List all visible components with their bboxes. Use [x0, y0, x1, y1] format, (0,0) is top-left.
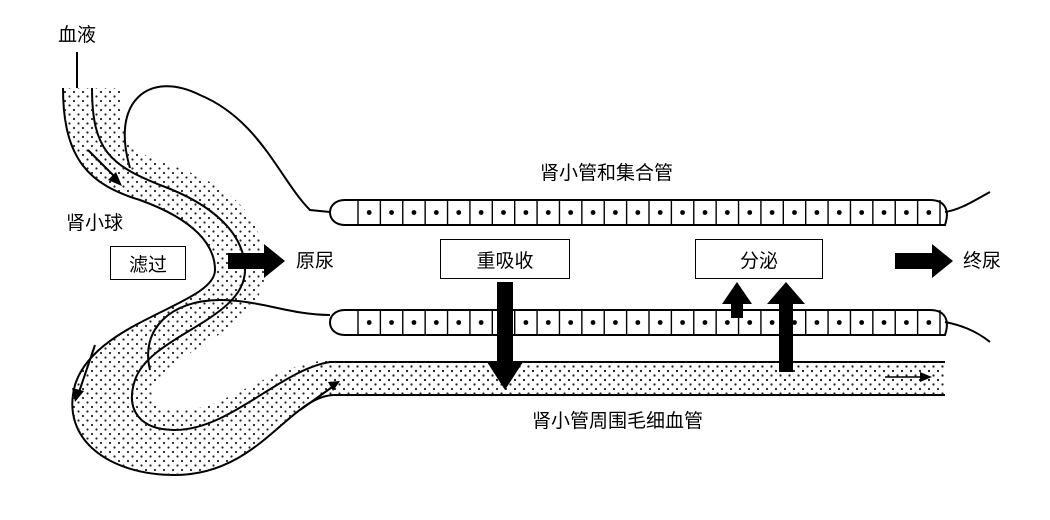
upper-tubule-cell-nucleus	[456, 210, 462, 215]
upper-tubule-cell-nucleus	[501, 210, 506, 215]
upper-tubule-cell-nucleus	[411, 210, 417, 215]
upper-tubule-cell-nucleus	[769, 210, 775, 215]
upper-tubule-cell-nucleus	[792, 210, 797, 215]
secretion-box: 分泌	[695, 239, 823, 279]
lower-tubule-cell-nucleus	[635, 320, 641, 325]
capillary-vessel-fill	[63, 88, 945, 475]
reabsorption-box: 重吸收	[440, 239, 570, 279]
upper-tubule-cell-nucleus	[590, 210, 596, 215]
lower-tubule-cells	[357, 310, 941, 335]
flow-arrow-2	[77, 344, 96, 396]
lower-tubule-cell-nucleus	[568, 320, 574, 325]
lower-tubule-cell-nucleus	[523, 320, 529, 325]
lower-tubule-cell-nucleus	[792, 320, 797, 325]
lower-tubule-cell-nucleus	[769, 320, 775, 325]
lower-tubule-cell-nucleus	[904, 320, 909, 325]
upper-tubule-exit-line	[944, 191, 991, 213]
secretion-arrow-small	[722, 282, 752, 318]
upper-tubule-cell-nucleus	[545, 210, 551, 215]
upper-tubule-cell-nucleus	[568, 210, 574, 215]
upper-tubule-cell-nucleus	[702, 210, 708, 215]
final-urine-label: 终尿	[963, 250, 1002, 272]
lower-tubule-cell-nucleus	[456, 320, 462, 325]
lower-tubule-cell-nucleus	[724, 320, 730, 325]
flow-arrow-3	[299, 384, 336, 411]
upper-tubule-cell-nucleus	[366, 210, 372, 215]
upper-tubule-cell-nucleus	[680, 210, 685, 215]
upper-tubule-cell-nucleus	[926, 210, 932, 215]
lower-tubule-cell-nucleus	[411, 320, 417, 325]
secretion-arrow-large	[767, 282, 805, 372]
lower-tubule-cell-nucleus	[433, 320, 439, 325]
lower-tubule-cell-nucleus	[657, 320, 663, 325]
upper-tubule-cell-nucleus	[613, 210, 618, 215]
upper-tubule-cell-nucleus	[635, 210, 641, 215]
lower-tubule-cell-nucleus	[836, 320, 842, 325]
lower-tubule-cell-nucleus	[881, 320, 887, 325]
upper-tubule-cell-nucleus	[724, 210, 730, 215]
upper-tubule-cell-nucleus	[523, 210, 529, 215]
bowmans-capsule-line	[123, 85, 331, 213]
glomerulus-label: 肾小球	[66, 212, 124, 234]
lower-tubule-cell-nucleus	[389, 320, 394, 325]
lower-tubule-cell-nucleus	[366, 320, 372, 325]
upper-tubule-cell-nucleus	[904, 210, 909, 215]
flow-arrow-3-head	[328, 381, 340, 391]
upper-tubule-cell-nucleus	[836, 210, 842, 215]
lower-tubule-exit-line	[944, 321, 991, 343]
tubule-collecting-duct-label: 肾小管和集合管	[540, 162, 674, 184]
upper-tubule-cell-nucleus	[881, 210, 887, 215]
upper-tubule-cell-nucleus	[657, 210, 663, 215]
upper-tubule-cell-nucleus	[478, 210, 484, 215]
lower-tubule-cell-nucleus	[590, 320, 596, 325]
final-urine-arrow	[895, 244, 953, 278]
blood-label: 血液	[58, 24, 97, 46]
filtration-arrow	[228, 244, 285, 278]
upper-tubule-cell-nucleus	[814, 210, 820, 215]
flow-arrow-2-head	[72, 388, 84, 402]
upper-tubule-cell-nucleus	[433, 210, 439, 215]
upper-tubule-cell-nucleus	[389, 210, 394, 215]
lower-tubule-cell-nucleus	[747, 320, 753, 325]
upper-tubule-cells	[357, 200, 941, 225]
lower-tubule-cell-nucleus	[680, 320, 685, 325]
lower-tubule-cell-nucleus	[814, 320, 820, 325]
lower-tubule-cell-nucleus	[478, 320, 484, 325]
flow-arrow-1-head	[108, 172, 122, 186]
upper-tubule-cell-nucleus	[859, 210, 865, 215]
primary-urine-label: 原尿	[296, 250, 335, 272]
lower-tubule-cell-nucleus	[545, 320, 551, 325]
filtration-box: 滤过	[110, 246, 186, 280]
upper-tubule-cell-nucleus	[747, 210, 753, 215]
peritubular-capillary-label: 肾小管周围毛细血管	[532, 410, 704, 432]
lower-tubule-cell-nucleus	[859, 320, 865, 325]
reabsorption-arrow	[487, 282, 523, 390]
flow-arrow-4-head	[920, 372, 932, 382]
lower-tubule-cell-nucleus	[926, 320, 932, 325]
lower-tubule-cell-nucleus	[702, 320, 708, 325]
lower-tubule-cell-nucleus	[613, 320, 618, 325]
